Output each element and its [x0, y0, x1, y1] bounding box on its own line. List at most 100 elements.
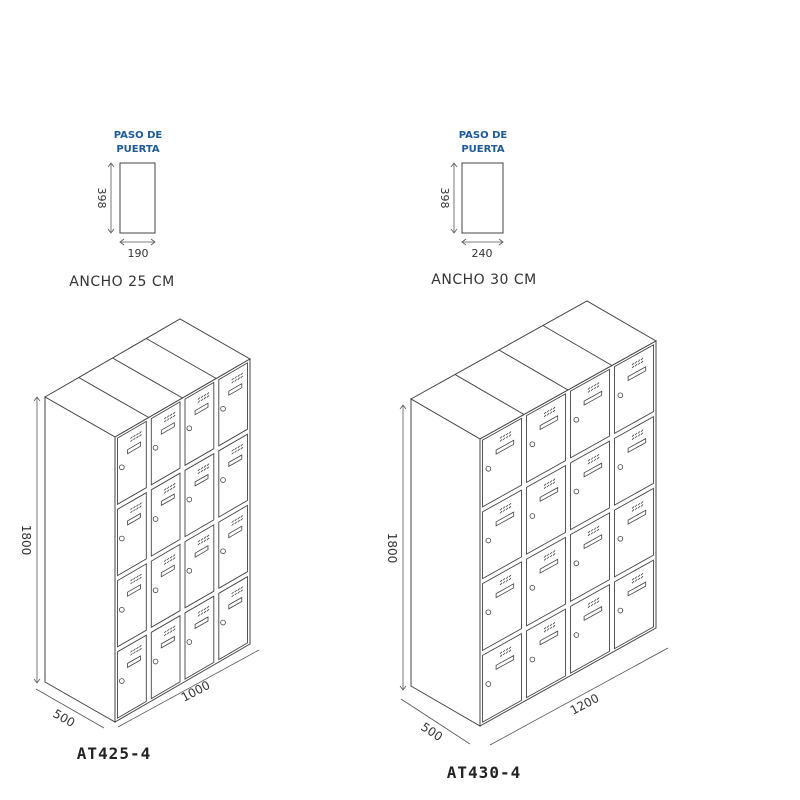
vent-slot [637, 359, 641, 362]
vent-slot [139, 576, 142, 580]
vent-slot [546, 409, 550, 413]
vent-slot [543, 486, 547, 489]
vent-slot [130, 507, 133, 511]
lock-icon [152, 444, 159, 451]
label-slot [194, 402, 209, 416]
vent-slot [234, 450, 237, 453]
door-height-label: 398 [95, 188, 108, 209]
vent-slot [637, 431, 641, 434]
vent-slot [640, 572, 644, 576]
vent-slot [546, 412, 550, 416]
lock-icon [617, 535, 624, 542]
vent-slot [505, 432, 509, 436]
vent-slot [508, 505, 512, 509]
vent-slot [590, 457, 594, 460]
vent-slot [231, 594, 234, 598]
depth-dim-line [400, 698, 471, 745]
vent-slot [240, 443, 243, 447]
door-opening-right: PASO DE PUERTA 398 240 ANCHO 30 CM [431, 130, 536, 288]
vent-slot [552, 409, 556, 413]
vent-slot [169, 555, 173, 559]
vent-slot [139, 573, 142, 577]
vent-slot [499, 439, 503, 442]
vent-slot [130, 439, 133, 442]
vent-slot [240, 372, 243, 376]
vent-slot [197, 614, 201, 617]
vent-slot [200, 612, 204, 615]
label-slot [495, 511, 515, 527]
vent-slot [237, 516, 240, 520]
vent-slot [508, 502, 512, 506]
vent-slot [596, 385, 600, 388]
locker-door [117, 563, 147, 648]
vent-slot [587, 461, 591, 465]
vent-slot [552, 550, 556, 553]
vent-slot [139, 505, 142, 508]
vent-slot [200, 538, 204, 541]
vent-slot [234, 589, 237, 593]
vent-slot [197, 468, 201, 472]
vent-slot [169, 413, 173, 416]
vent-slot [549, 411, 553, 414]
vent-slot [197, 397, 201, 400]
vent-slot [505, 579, 509, 582]
vent-slot [640, 501, 644, 504]
vent-slot [502, 434, 506, 438]
vent-slot [139, 644, 142, 648]
vent-slot [593, 383, 597, 387]
vent-slot [133, 505, 136, 509]
vent-slot [505, 648, 509, 651]
label-slot [583, 534, 603, 550]
vent-slot [130, 510, 133, 514]
vent-slot [499, 654, 503, 657]
vent-slot [163, 416, 167, 420]
vent-slot [206, 608, 210, 612]
door-opening-rect [119, 162, 156, 234]
vent-slot [549, 551, 553, 555]
vent-slot [133, 434, 136, 438]
lock-icon [617, 607, 624, 614]
vent-slot [640, 432, 644, 435]
vent-slot [136, 575, 139, 578]
vent-slot [136, 507, 139, 510]
vent-slot [543, 414, 547, 418]
vent-slot [593, 530, 597, 533]
vent-slot [172, 557, 176, 560]
locker-door [117, 634, 147, 719]
locker-door [184, 595, 215, 680]
door-opening-title-line1: PASO DE [114, 130, 163, 141]
vent-slot [163, 419, 167, 423]
lock-icon [220, 405, 226, 412]
vent-slot [590, 528, 594, 532]
vent-slot [139, 647, 142, 651]
vent-slot [237, 448, 240, 452]
locker-at425-4 [43, 318, 252, 723]
vent-slot [237, 445, 240, 449]
vent-slot [640, 360, 644, 364]
vent-slot [240, 518, 243, 521]
vent-slot [200, 398, 204, 402]
label-slot [127, 441, 141, 455]
lock-icon [152, 658, 159, 665]
label-slot [583, 462, 603, 478]
vent-slot [508, 577, 512, 581]
lock-icon [617, 392, 624, 399]
vent-slot [549, 554, 553, 558]
locker-door [482, 417, 522, 508]
vent-slot [546, 556, 550, 560]
vent-slot [139, 502, 142, 505]
vent-slot [130, 436, 133, 439]
locker-door [526, 464, 566, 555]
vent-slot [543, 555, 547, 558]
vent-slot [505, 651, 509, 654]
vent-slot [502, 509, 506, 512]
label-slot [539, 415, 559, 431]
label-slot [160, 493, 175, 507]
lock-icon [485, 465, 492, 472]
vent-slot [240, 375, 243, 379]
vent-slot [634, 504, 638, 508]
vent-slot [549, 623, 553, 627]
label-slot [194, 473, 209, 487]
vent-slot [508, 574, 512, 578]
vent-slot [640, 504, 644, 507]
